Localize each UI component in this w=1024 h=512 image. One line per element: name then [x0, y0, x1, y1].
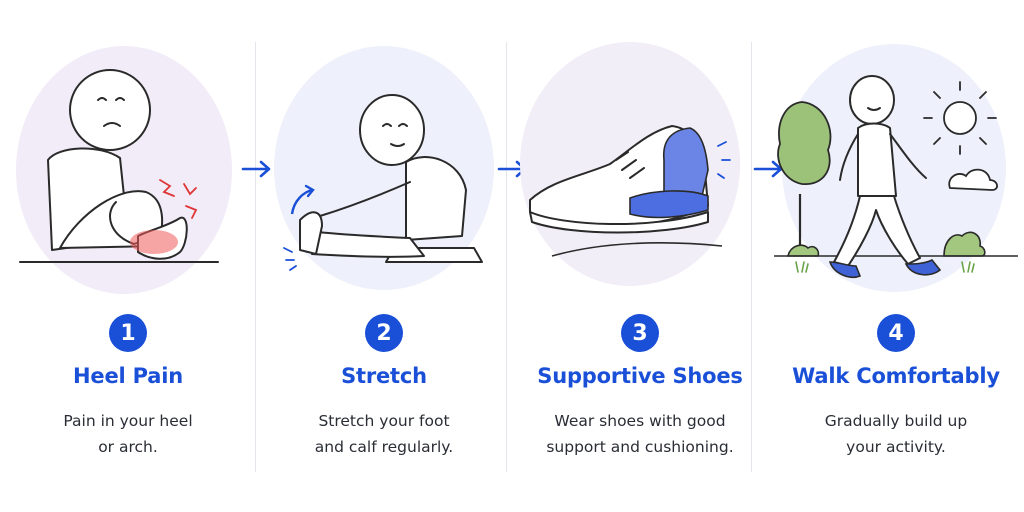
step-description: Pain in your heel or arch. [63, 412, 193, 456]
walking-illustration [774, 44, 1018, 292]
step-number-badge: 2 [365, 314, 403, 352]
step-number-badge: 4 [877, 314, 915, 352]
step-title: Supportive Shoes [537, 364, 743, 388]
heel-pain-illustration [16, 46, 232, 294]
step-1-panel: 1 Heel Pain Pain in your heel or arch. [0, 0, 256, 512]
supportive-shoe-illustration [520, 42, 740, 286]
step-description: Wear shoes with good support and cushion… [546, 412, 734, 456]
step-title: Walk Comfortably [792, 364, 1000, 388]
step-description: Gradually build up your activity. [824, 412, 968, 456]
step-number-badge: 1 [109, 314, 147, 352]
step-2-panel: 2 Stretch Stretch your foot and calf reg… [256, 0, 512, 512]
step-4-panel: 4 Walk Comfortably Gradually build up yo… [768, 0, 1024, 512]
cloud-icon [948, 168, 998, 191]
step-divider [751, 42, 752, 472]
step-divider [255, 42, 256, 472]
right-arrow-icon [241, 160, 271, 178]
step-number-badge: 3 [621, 314, 659, 352]
step-3-panel: 3 Supportive Shoes Wear shoes with good … [512, 0, 768, 512]
stretch-illustration [274, 46, 494, 290]
step-title: Stretch [341, 364, 427, 388]
step-divider [506, 42, 507, 472]
step-title: Heel Pain [73, 364, 183, 388]
sun-icon [923, 81, 997, 155]
step-description: Stretch your foot and calf regularly. [314, 412, 454, 456]
